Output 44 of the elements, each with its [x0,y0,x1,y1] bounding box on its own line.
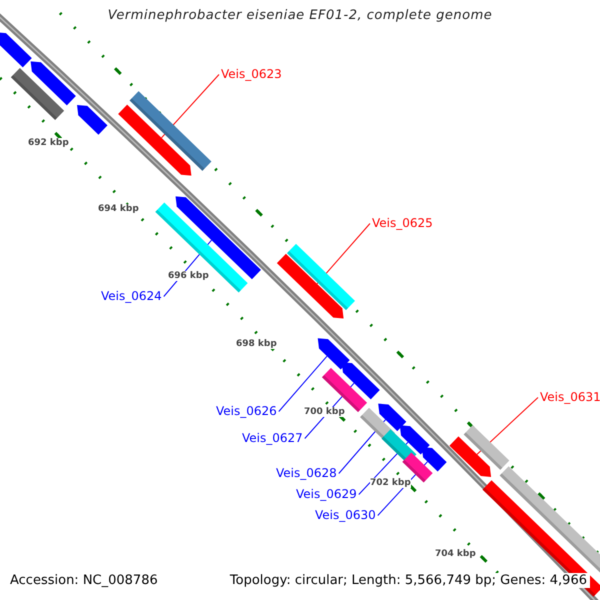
genome-info: Topology: circular; Length: 5,566,749 bp; Genes: 4,966 [226,573,590,588]
leader-line [316,223,370,284]
scale-label: 692 kbp [28,138,69,148]
gene-block [77,104,108,135]
scale-label: 704 kbp [435,549,476,559]
gene-block [400,425,430,454]
scale-label: 700 kbp [304,407,345,417]
scale-label: 694 kbp [98,204,139,214]
gene-block [449,436,492,477]
gene-label: Veis_0630 [315,508,376,523]
gene-block [286,244,356,310]
leader-line [163,240,212,297]
scale-label: 696 kbp [168,271,209,281]
gene-label: Veis_0631 [540,390,600,405]
gene-block [318,338,350,370]
gene-label: Veis_0629 [296,487,357,502]
gene-block [500,466,600,574]
gene-block [30,61,76,106]
gene-block [0,32,32,68]
leader-line [278,356,328,412]
gene-label: Veis_0624 [101,289,162,304]
accession-label: Accession: NC_008786 [10,573,158,588]
scale-label: 702 kbp [370,478,411,488]
gene-block [276,254,344,319]
gene-label: Veis_0625 [372,216,433,231]
leader-line [304,382,354,439]
gene-label: Veis_0627 [242,431,303,446]
gene-label: Veis_0628 [276,466,337,481]
scale-label: 698 kbp [236,339,277,349]
leader-line [358,442,408,495]
gene-block [130,91,212,171]
gene-block [118,104,192,176]
gene-block [10,68,64,120]
gene-label: Veis_0623 [221,67,282,82]
title: Verminephrobacter eiseniae EF01-2, complete genome [106,8,494,23]
leader-line [338,419,386,474]
gene-label: Veis_0626 [216,404,277,419]
leader-line [476,397,538,455]
leader-line [161,74,220,138]
gene-block [378,404,406,432]
gene-block [422,447,447,472]
gene-block [342,362,380,400]
gene-block [464,425,510,470]
gene-block [155,202,248,292]
